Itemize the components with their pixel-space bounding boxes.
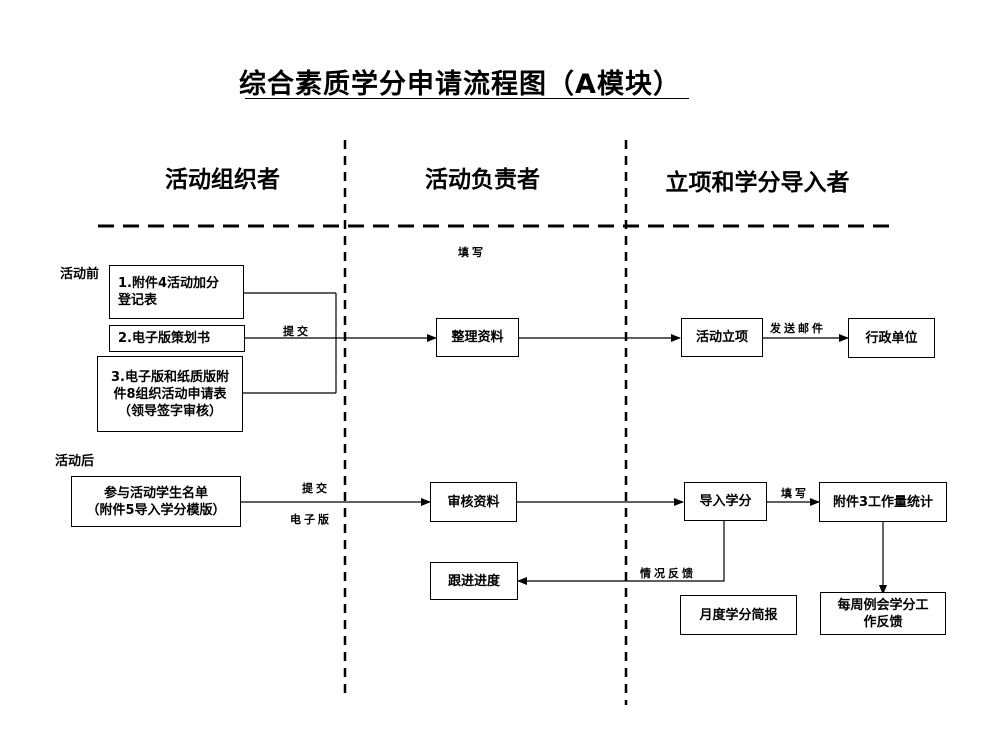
node-progress: 跟进进度 [430,562,518,600]
node-organize: 整理资料 [436,318,519,357]
node-attach3: 附件3工作量统计 [819,482,947,522]
title-underline [245,98,689,99]
node-student-list: 参与活动学生名单 （附件5导入学分模版） [71,476,241,527]
node-import-credit: 导入学分 [684,482,767,521]
node-student-list-label: 参与活动学生名单 （附件5导入学分模版） [86,485,226,518]
label-feedback: 情况反馈 [640,567,696,580]
node-progress-label: 跟进进度 [447,573,500,589]
label-submit-bottom: 提交 [302,482,330,495]
node-doc3-label: 3.电子版和纸质版附 件8组织活动申请表 （领导签字审核） [111,369,229,419]
node-monthly-label: 月度学分简报 [699,607,778,623]
page-title: 综合素质学分申请流程图（A模块） [239,69,681,100]
node-organize-label: 整理资料 [451,330,504,345]
lane-importer: 立项和学分导入者 [665,170,850,196]
node-doc2-label: 2.电子版策划书 [118,331,210,346]
label-fill-bottom: 填写 [781,487,809,500]
node-doc2: 2.电子版策划书 [109,325,245,352]
section-after: 活动后 [55,454,95,469]
node-weekly-label: 每周例会学分工 作反馈 [837,597,929,630]
node-import-credit-label: 导入学分 [699,494,752,509]
node-doc1: 1.附件4活动加分 登记表 [109,265,244,319]
label-send-mail: 发送邮件 [770,322,826,335]
node-project-label: 活动立项 [695,330,748,345]
label-submit-top: 提交 [283,325,311,338]
node-weekly: 每周例会学分工 作反馈 [820,592,946,635]
node-monthly: 月度学分简报 [680,595,797,635]
label-electronic: 电子版 [290,513,332,526]
label-fill-top: 填写 [458,246,486,259]
node-review: 审核资料 [430,482,517,522]
arrow-import-to-progress [517,521,725,585]
lane-organizer: 活动组织者 [165,167,280,193]
node-admin: 行政单位 [848,318,935,358]
node-review-label: 审核资料 [447,494,500,510]
node-admin-label: 行政单位 [865,330,918,346]
node-attach3-label: 附件3工作量统计 [832,494,934,510]
node-project: 活动立项 [681,318,763,357]
lane-responsible: 活动负责者 [425,167,540,193]
node-doc1-label: 1.附件4活动加分 登记表 [118,276,220,308]
section-before: 活动前 [60,267,100,282]
node-doc3: 3.电子版和纸质版附 件8组织活动申请表 （领导签字审核） [97,356,243,432]
